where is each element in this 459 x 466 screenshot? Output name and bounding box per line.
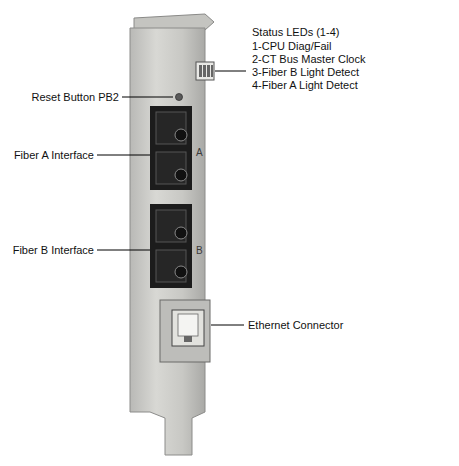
status-title: Status LEDs (1-4) — [252, 26, 339, 39]
led-legend-line: 2-CT Bus Master Clock — [252, 53, 366, 66]
plate-letter: A — [196, 146, 203, 159]
part-label: Reset Button PB2 — [32, 91, 119, 104]
led-legend-line: 3-Fiber B Light Detect — [252, 66, 359, 79]
led-legend-line: 1-CPU Diag/Fail — [252, 40, 331, 53]
led-legend-line: 4-Fiber A Light Detect — [252, 79, 358, 92]
plate-letter: B — [196, 244, 203, 257]
part-label: Ethernet Connector — [248, 319, 343, 332]
part-label: Fiber A Interface — [14, 149, 94, 162]
part-label: Fiber B Interface — [13, 244, 94, 257]
